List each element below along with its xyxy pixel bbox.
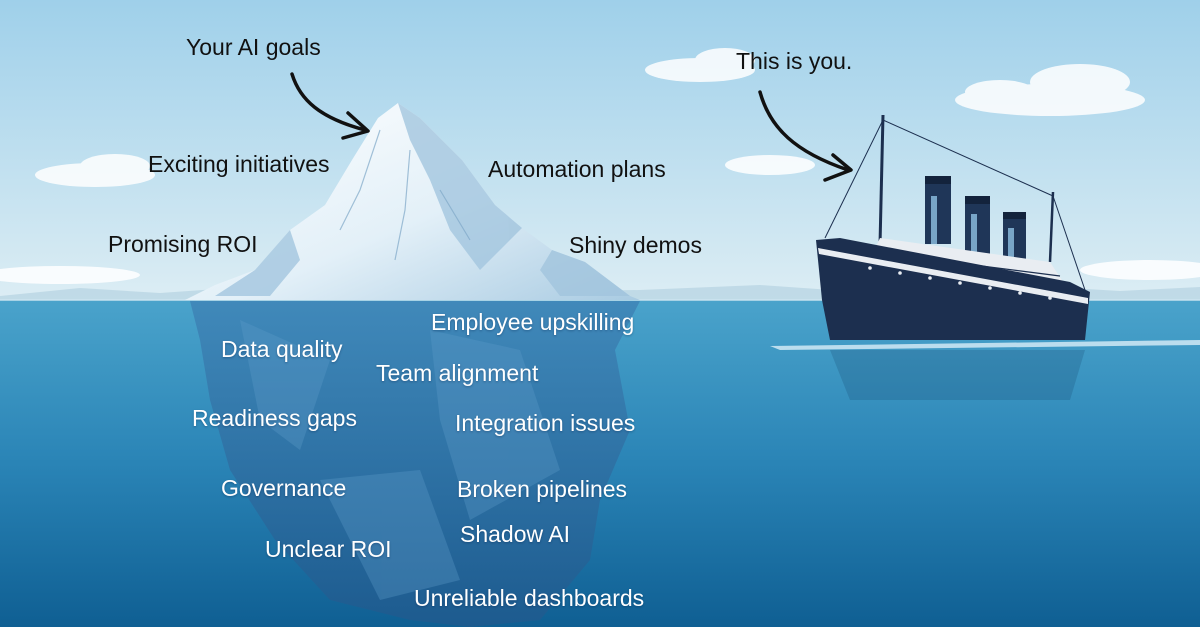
label-automation-plans: Automation plans: [488, 158, 666, 181]
label-data-quality: Data quality: [221, 338, 342, 361]
label-unclear-roi: Unclear ROI: [265, 538, 392, 561]
label-integration-issues: Integration issues: [455, 412, 635, 435]
label-unreliable-dashboards: Unreliable dashboards: [414, 587, 644, 610]
callout-goals: Your AI goals: [186, 36, 321, 59]
label-shadow-ai: Shadow AI: [460, 523, 570, 546]
label-governance: Governance: [221, 477, 346, 500]
label-readiness-gaps: Readiness gaps: [192, 407, 357, 430]
label-promising-roi: Promising ROI: [108, 233, 258, 256]
label-shiny-demos: Shiny demos: [569, 234, 702, 257]
callout-you: This is you.: [736, 50, 852, 73]
label-exciting-initiatives: Exciting initiatives: [148, 153, 330, 176]
label-team-alignment: Team alignment: [376, 362, 538, 385]
label-employee-upskilling: Employee upskilling: [431, 311, 634, 334]
label-broken-pipelines: Broken pipelines: [457, 478, 627, 501]
